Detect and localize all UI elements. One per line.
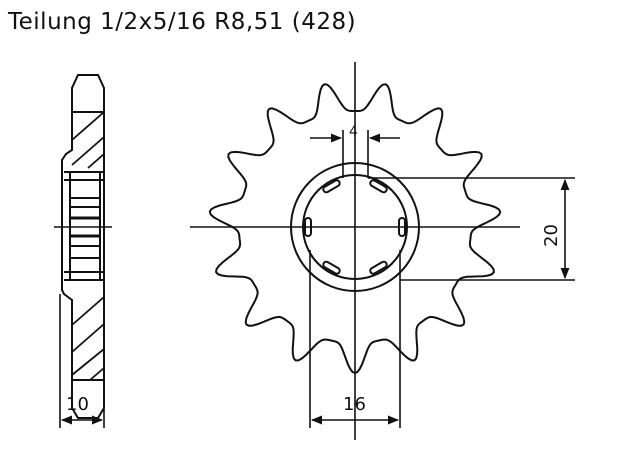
bore-width-label: 16 — [343, 394, 366, 415]
drawing-title: Teilung 1/2x5/16 R8,51 (428) — [8, 9, 357, 35]
front-view: 4 20 16 — [190, 62, 575, 440]
spline-slot — [369, 260, 388, 275]
thickness-dimension-label: 10 — [66, 394, 89, 415]
side-view: 10 — [54, 74, 112, 428]
hub-height-label: 20 — [541, 224, 562, 247]
spline-slots — [304, 179, 406, 275]
spline-slot — [322, 260, 341, 275]
spline-width-label: 4 — [349, 124, 358, 140]
spline-slot — [369, 179, 388, 194]
spline-slot — [322, 179, 341, 194]
